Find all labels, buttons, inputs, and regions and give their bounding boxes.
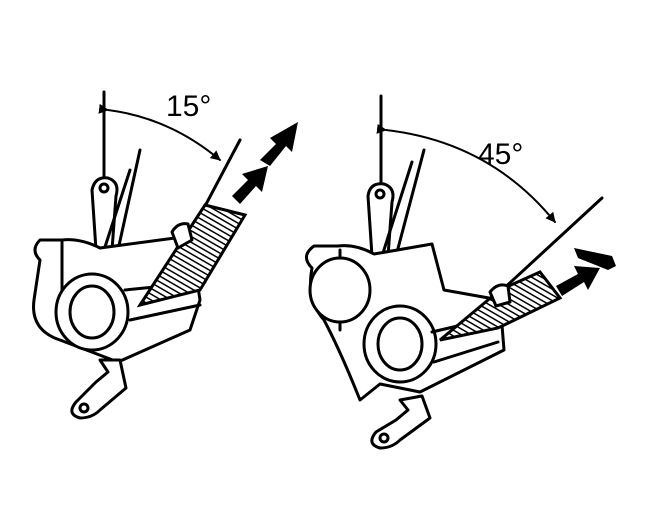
bracket-edge-left [102,168,132,252]
back-drum-right [308,256,372,324]
lower-hole-right [378,432,390,444]
spool-left [54,272,130,352]
pull-arrow-1-right [556,266,600,296]
guide-left [170,222,194,250]
pull-arrow-1-left [232,166,268,204]
retractor-right [305,94,616,450]
bracket-edge2-right [394,148,426,258]
spool-right [362,304,438,384]
mount-hole-left [98,182,110,194]
retractor-left [32,90,298,420]
spool-inner-left [68,284,116,340]
mount-lug-right [366,182,395,258]
spool-inner-right [376,316,424,372]
pull-arrow-2-left [260,122,298,166]
mount-hole-right [374,188,386,200]
rib2-left [128,303,202,322]
bracket-edge2-left [116,148,142,252]
angle-arc-left [98,103,221,161]
rib2-right [432,340,500,364]
lower-hole-left [78,402,90,414]
bracket-edge-right [380,160,414,258]
guide-right [488,283,512,308]
pull-arrow-2-right [574,248,616,270]
angle-label-15: 15° [166,90,212,123]
angle-label-45: 45° [478,138,524,171]
tilt-line-right [498,196,604,294]
angle-arc-right [376,123,556,223]
mount-lug-left [90,176,119,252]
